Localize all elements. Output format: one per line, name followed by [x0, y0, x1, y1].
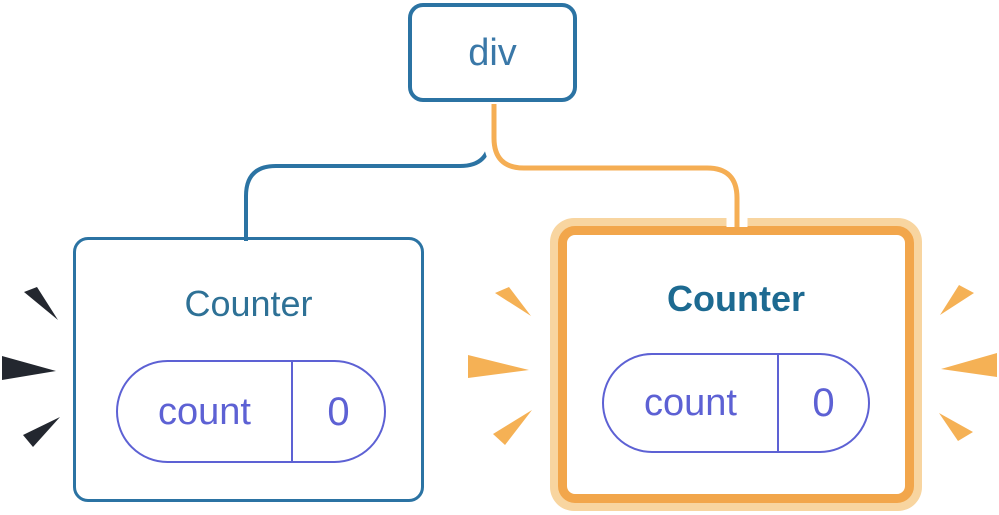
state-pill-left: count 0: [116, 360, 386, 463]
state-key-cell: count: [118, 362, 293, 461]
state-value-cell: 0: [293, 362, 384, 461]
spark-right-se-icon: [939, 413, 973, 441]
connector-left-edge: [244, 104, 492, 241]
spark-right-sw-icon: [493, 410, 532, 445]
connector-right-edge: [491, 104, 740, 227]
spark-left-nw-icon: [24, 287, 58, 320]
state-key-left: count: [158, 390, 251, 433]
state-value-cell: 0: [779, 355, 868, 451]
counter-card-right-highlighted: Counter count 0: [550, 218, 922, 511]
spark-right-ne-icon: [940, 285, 974, 315]
state-pill-right: count 0: [602, 353, 870, 453]
state-value-left: 0: [327, 389, 350, 434]
root-div-node: div: [408, 3, 577, 102]
connector-right-halo: [483, 104, 748, 227]
spark-left-sw-icon: [23, 417, 60, 447]
counter-title-left: Counter: [184, 283, 313, 324]
state-value-right: 0: [812, 381, 835, 425]
counter-card-left: Counter count 0: [73, 237, 424, 502]
root-node-label: div: [468, 31, 517, 74]
counter-card-right-inner: Counter count 0: [558, 226, 914, 503]
spark-right-e-icon: [941, 353, 997, 377]
state-key-right: count: [644, 382, 737, 424]
counter-title-right: Counter: [667, 278, 805, 319]
spark-right-w-icon: [468, 355, 529, 378]
spark-left-w-icon: [2, 356, 56, 380]
state-key-cell: count: [604, 355, 779, 451]
spark-right-nw-icon: [495, 287, 531, 316]
